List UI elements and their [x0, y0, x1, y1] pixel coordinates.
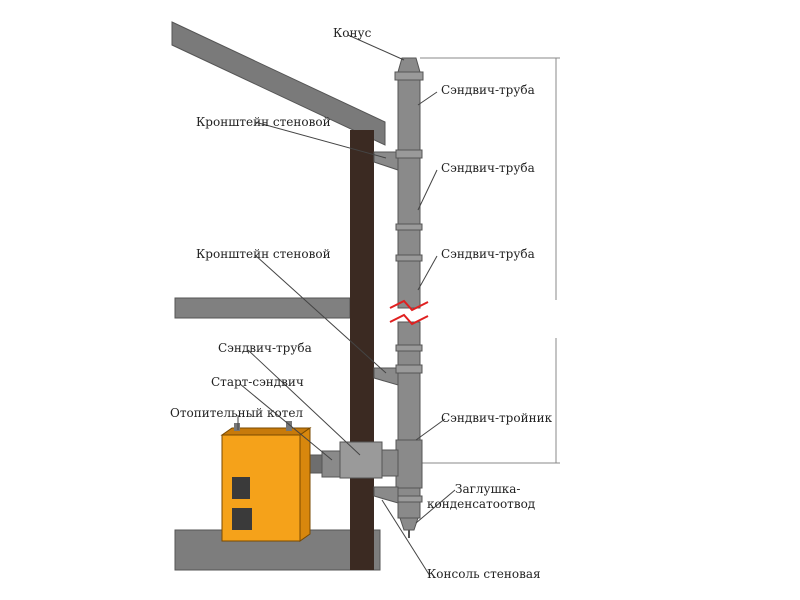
condensate-plug [399, 517, 419, 531]
tee-body [395, 439, 423, 489]
label-sandwich-pipe-4: Сэндвич-труба [218, 341, 312, 355]
label-start-sandwich: Старт-сэндвич [211, 375, 304, 389]
vertical-pipe [394, 57, 424, 538]
label-cone: Конус [333, 26, 372, 40]
label-heating-boiler: Отопительный котел [170, 406, 303, 420]
start-sandwich-flange [339, 441, 383, 479]
wall [350, 130, 374, 570]
label-wall-bracket-1: Кронштейн стеновой [196, 115, 331, 129]
wall-console [373, 486, 399, 504]
break-mark [389, 299, 429, 326]
cone-cap [397, 57, 421, 73]
label-sandwich-tee: Сэндвич-тройник [441, 411, 553, 425]
boiler [220, 421, 312, 542]
label-sandwich-pipe-3: Сэндвич-труба [441, 247, 535, 261]
wall-bracket-lower [373, 367, 399, 386]
label-condensate-plug-1: Заглушка- [455, 482, 520, 496]
roof-slope [171, 21, 386, 146]
label-wall-console: Консоль стеновая [427, 567, 541, 581]
leader-lines [237, 34, 456, 577]
wall-bracket-upper [373, 151, 399, 171]
label-sandwich-pipe-1: Сэндвич-труба [441, 83, 535, 97]
label-wall-bracket-2: Кронштейн стеновой [196, 247, 331, 261]
label-sandwich-pipe-2: Сэндвич-труба [441, 161, 535, 175]
floor-slab-upper [174, 297, 351, 319]
dimension-line [420, 57, 560, 464]
label-condensate-plug-2: конденсатоотвод [427, 497, 535, 511]
